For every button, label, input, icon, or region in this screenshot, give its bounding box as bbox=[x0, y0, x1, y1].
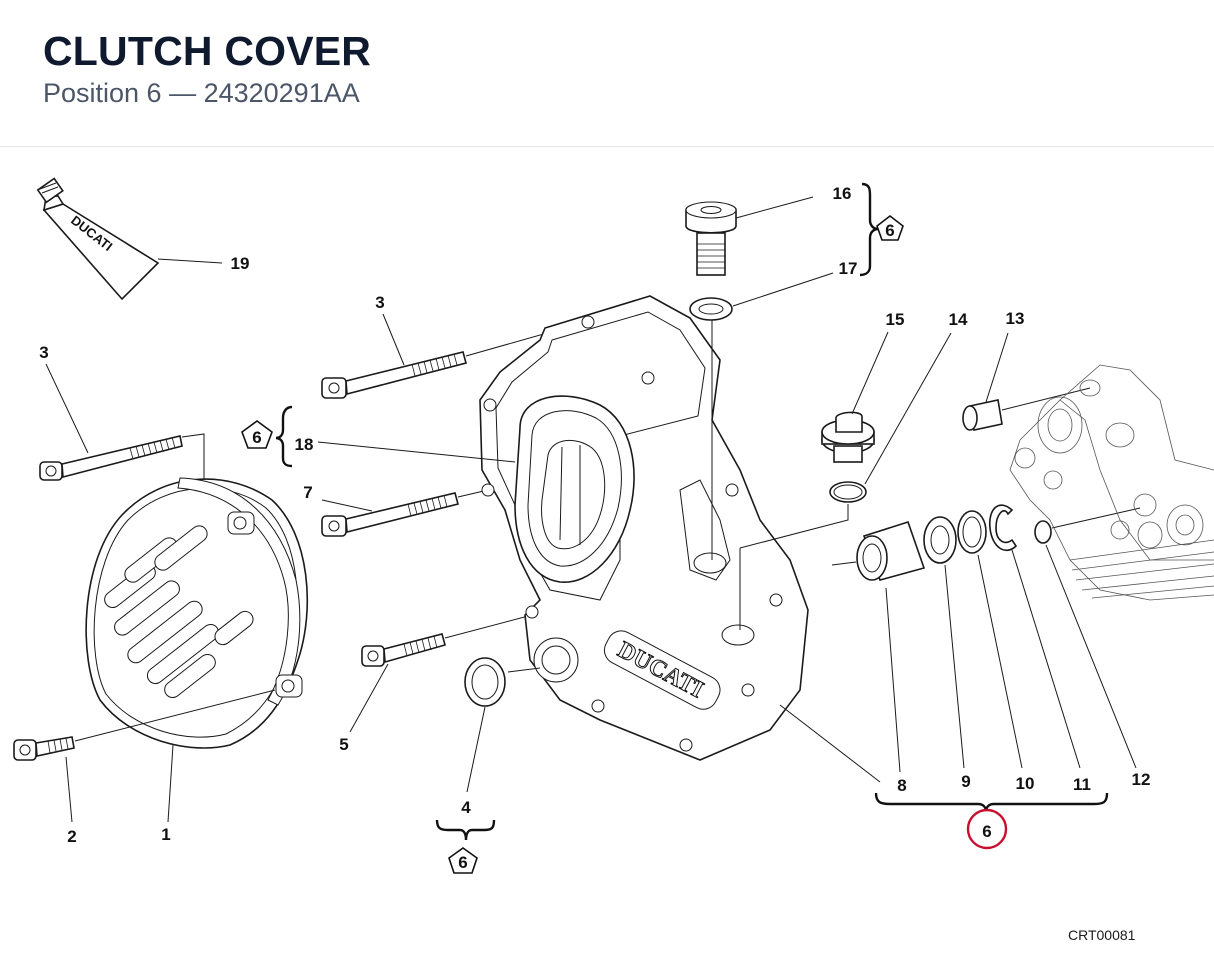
callout-19: 19 bbox=[231, 254, 250, 273]
bolt-part-7[interactable] bbox=[321, 489, 489, 537]
kit-badge-8-11-highlighted[interactable]: 6 bbox=[966, 808, 1008, 850]
callout-4: 4 bbox=[461, 798, 471, 817]
callout-5: 5 bbox=[339, 735, 348, 754]
page-header: CLUTCH COVER Position 6 — 24320291AA bbox=[0, 0, 1214, 147]
callout-3-upper: 3 bbox=[375, 293, 384, 312]
outer-clutch-cover-part-1[interactable] bbox=[85, 477, 309, 823]
callout-numbers: 1 2 3 3 4 5 7 8 9 10 11 12 13 14 15 16 1… bbox=[39, 184, 1150, 846]
callout-15: 15 bbox=[886, 310, 905, 329]
callout-9: 9 bbox=[961, 772, 970, 791]
callout-3-left: 3 bbox=[39, 343, 48, 362]
kit-badge-18: 6 bbox=[241, 420, 273, 449]
hollow-bolt-part-16[interactable] bbox=[685, 196, 814, 276]
clutch-cover-housing[interactable]: DUCATI bbox=[479, 295, 881, 783]
bolt-part-3-left[interactable] bbox=[39, 363, 205, 540]
o-ring-part-12[interactable] bbox=[1034, 507, 1141, 769]
sealant-tube-part-19[interactable]: DUCATI bbox=[36, 177, 223, 301]
washer-part-17[interactable] bbox=[689, 272, 834, 321]
diagram-reference-code: CRT00081 bbox=[1068, 927, 1136, 943]
housing-bolt-bosses bbox=[481, 315, 783, 752]
callout-7: 7 bbox=[303, 483, 312, 502]
filler-plug-part-15[interactable] bbox=[821, 331, 889, 463]
callout-13: 13 bbox=[1006, 309, 1025, 328]
callout-1: 1 bbox=[161, 825, 170, 844]
callout-10: 10 bbox=[1016, 774, 1035, 793]
page-subtitle: Position 6 — 24320291AA bbox=[43, 78, 360, 108]
leader-part-18 bbox=[317, 441, 516, 463]
brace-18 bbox=[275, 405, 293, 468]
callout-2: 2 bbox=[67, 827, 76, 846]
bush-part-8[interactable] bbox=[831, 521, 926, 773]
page-title: CLUTCH COVER bbox=[43, 28, 372, 74]
oil-seal-part-4[interactable] bbox=[464, 657, 541, 793]
cover-vent-slots bbox=[104, 525, 254, 699]
svg-text:6: 6 bbox=[885, 221, 894, 240]
bush-part-13[interactable] bbox=[962, 332, 1091, 431]
callout-11: 11 bbox=[1073, 775, 1091, 794]
callout-12: 12 bbox=[1132, 770, 1151, 789]
ring-part-10[interactable] bbox=[957, 510, 1023, 769]
callout-14: 14 bbox=[949, 310, 968, 329]
callout-18: 18 bbox=[295, 435, 314, 454]
brace-4 bbox=[435, 819, 496, 841]
kit-badge-16-17: 6 bbox=[876, 214, 904, 241]
svg-text:6: 6 bbox=[252, 428, 261, 447]
callout-16: 16 bbox=[833, 184, 852, 203]
bearing-part-9[interactable] bbox=[923, 516, 965, 769]
svg-text:6: 6 bbox=[458, 853, 467, 872]
kit-badge-4: 6 bbox=[448, 847, 478, 874]
o-ring-part-14[interactable] bbox=[739, 332, 952, 549]
bolt-part-2[interactable] bbox=[13, 689, 276, 823]
svg-text:6: 6 bbox=[982, 822, 991, 841]
callout-17: 17 bbox=[839, 259, 858, 278]
engine-case-reference bbox=[1009, 364, 1214, 601]
brace-16-17 bbox=[859, 182, 879, 277]
bolt-part-5[interactable] bbox=[349, 614, 533, 733]
brace-8-11 bbox=[874, 792, 1109, 813]
callout-8: 8 bbox=[897, 776, 906, 795]
circlip-part-11[interactable] bbox=[988, 504, 1081, 769]
